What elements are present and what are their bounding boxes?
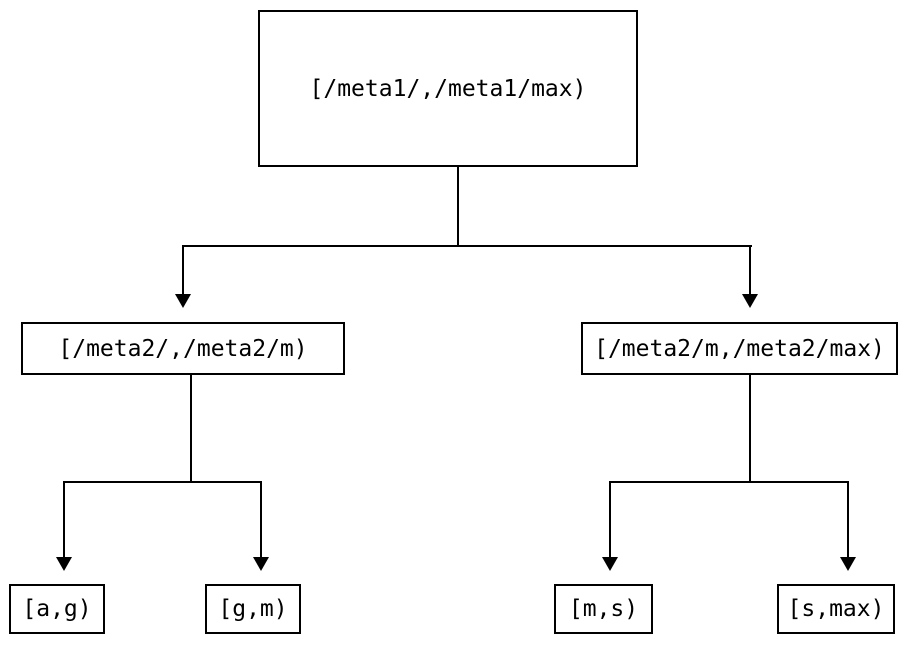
arrowhead-root-to-mid-left-icon (175, 294, 191, 308)
node-root[interactable]: [/meta1/,/meta1/max) (258, 10, 638, 167)
edge-mid-right-to-leaf-smax (847, 481, 849, 558)
node-mid-left[interactable]: [/meta2/,/meta2/m) (21, 322, 345, 375)
node-leaf-m-s[interactable]: [m,s) (554, 584, 653, 634)
node-leaf-a-g[interactable]: [a,g) (9, 584, 105, 634)
arrowhead-mid-left-to-leaf-gm-icon (253, 557, 269, 571)
edge-mid-right-to-leaf-ms (609, 481, 611, 558)
edge-root-to-mid-right (749, 245, 751, 295)
arrowhead-mid-right-to-leaf-smax-icon (840, 557, 856, 571)
edge-level1-bus (183, 245, 752, 247)
edge-mid-left-to-leaf-gm (260, 481, 262, 558)
edge-mid-left-stem (190, 375, 192, 483)
edge-mid-right-stem (749, 375, 751, 483)
edge-right-subtree-bus (610, 481, 849, 483)
node-mid-right[interactable]: [/meta2/m,/meta2/max) (581, 322, 898, 375)
edge-mid-left-to-leaf-ag (63, 481, 65, 558)
arrowhead-mid-right-to-leaf-ms-icon (602, 557, 618, 571)
node-leaf-g-m[interactable]: [g,m) (205, 584, 301, 634)
arrowhead-root-to-mid-right-icon (742, 294, 758, 308)
node-leaf-s-max[interactable]: [s,max) (777, 584, 895, 634)
edge-root-stem (457, 167, 459, 247)
edge-left-subtree-bus (64, 481, 262, 483)
edge-root-to-mid-left (182, 245, 184, 295)
arrowhead-mid-left-to-leaf-ag-icon (56, 557, 72, 571)
